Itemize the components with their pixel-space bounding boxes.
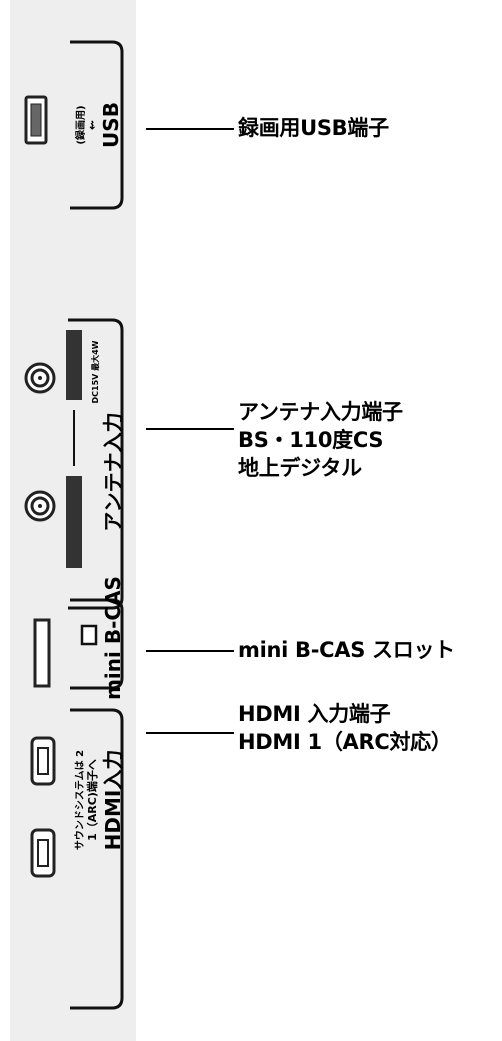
hdmi-callout: HDMI 入力端子 HDMI 1（ARC対応） <box>238 700 452 756</box>
usb-section: USB ⇜ (録画用) <box>24 40 124 210</box>
tv-side-panel: USB ⇜ (録画用) アンテナ入力 DC15V 最大4W <box>10 0 136 1041</box>
usb-bracket <box>70 40 124 210</box>
bcas-bracket <box>70 598 124 690</box>
usb-label-sub: (録画用) <box>74 105 87 144</box>
usb-callout-text: 録画用USB端子 <box>238 116 389 140</box>
bcas-leader-line <box>146 650 234 652</box>
antenna-label-main: アンテナ入力 <box>101 412 125 531</box>
usb-label-main: USB <box>99 102 123 148</box>
antenna-callout-line-2: BS・110度CS <box>238 428 384 452</box>
hdmi-callout-line-2: HDMI 1（ARC対応） <box>238 730 452 754</box>
bcas-label: mini B-CAS <box>101 576 125 700</box>
usb-leader-line <box>146 128 234 130</box>
hdmi-port-icon-1 <box>30 736 56 786</box>
usb-callout: 録画用USB端子 <box>238 114 389 142</box>
antenna-callout: アンテナ入力端子 BS・110度CS 地上デジタル <box>238 398 403 482</box>
bcas-callout: mini B-CAS スロット <box>238 636 455 664</box>
hdmi-leader-line <box>146 732 234 734</box>
hdmi-section: HDMI入力 1（ARC)端子へ サウンドシステムは 2 <box>30 708 125 1010</box>
hdmi-label-main: HDMI入力 <box>101 750 125 851</box>
antenna-port-icon-1 <box>24 362 56 394</box>
hdmi-bracket <box>70 708 124 1010</box>
usb-symbol-icon: ⇜ <box>85 120 99 130</box>
antenna-callout-line-1: アンテナ入力端子 <box>238 400 403 424</box>
card-icon <box>80 624 98 646</box>
antenna-power-label: DC15V 最大4W <box>90 340 100 403</box>
hdmi-port-icon-2 <box>30 828 56 878</box>
hdmi-label-sub-1: サウンドシステムは 2 <box>74 750 86 850</box>
antenna-bracket <box>68 318 124 610</box>
hdmi-callout-line-1: HDMI 入力端子 <box>238 702 391 726</box>
antenna-callout-line-3: 地上デジタル <box>238 456 362 480</box>
antenna-section: アンテナ入力 DC15V 最大4W <box>24 318 125 610</box>
hdmi-label-sub-2: 1（ARC)端子へ <box>85 759 99 841</box>
antenna-leader-line <box>146 428 234 430</box>
bcas-callout-text: mini B-CAS スロット <box>238 638 455 662</box>
antenna-port-icon-2 <box>24 490 56 522</box>
bcas-section: mini B-CAS <box>33 576 125 700</box>
bcas-slot-icon <box>33 618 51 688</box>
